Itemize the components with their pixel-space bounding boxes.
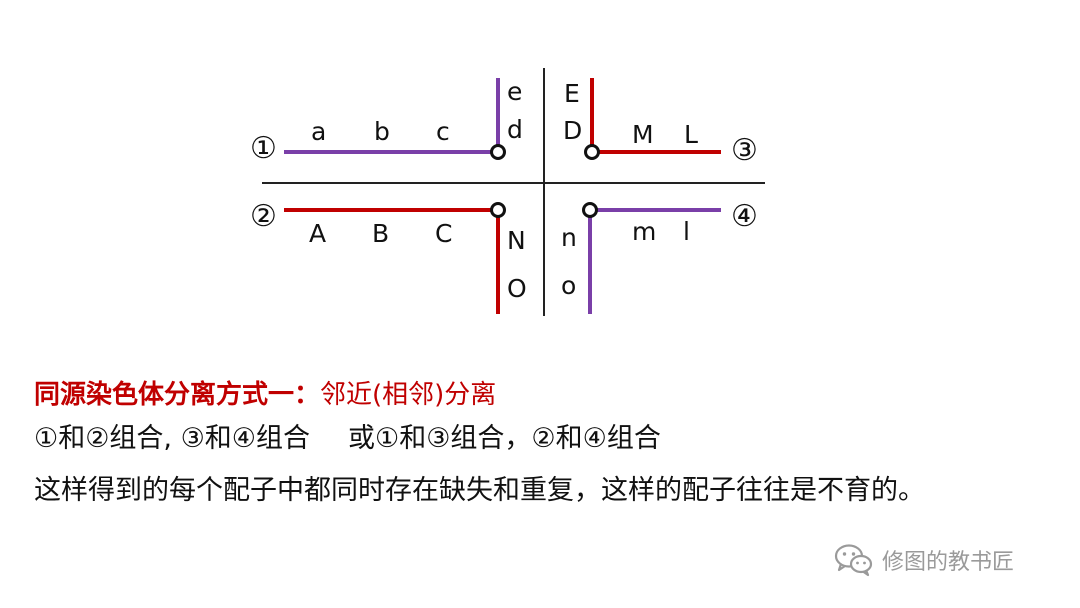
label-b: b bbox=[374, 117, 390, 146]
chromosome-1-number: ① bbox=[250, 131, 277, 166]
label-l: l bbox=[683, 217, 690, 246]
watermark-text: 修图的教书匠 bbox=[882, 550, 1015, 575]
label-L: L bbox=[684, 120, 698, 149]
label-O: O bbox=[507, 274, 527, 303]
label-M: M bbox=[632, 120, 654, 149]
label-d: d bbox=[507, 115, 523, 144]
separation-title: 同源染色体分离方式一：邻近(相邻)分离 bbox=[34, 374, 496, 411]
label-B: B bbox=[372, 219, 389, 248]
label-N: N bbox=[507, 226, 526, 255]
label-c: c bbox=[436, 117, 450, 146]
centromere-4 bbox=[582, 202, 598, 218]
conclusion-line: 这样得到的每个配子中都同时存在缺失和重复，这样的配子往往是不育的。 bbox=[34, 475, 925, 506]
combination-1: ①和②组合, ③和④组合 bbox=[34, 423, 310, 454]
chromosome-3-number: ③ bbox=[731, 133, 758, 168]
centromere-3 bbox=[584, 144, 600, 160]
label-A: A bbox=[309, 219, 326, 248]
chromosome-4-number: ④ bbox=[731, 199, 758, 234]
chromosome-2-number: ② bbox=[250, 199, 277, 234]
combination-2: 或①和③组合，②和④组合 bbox=[348, 423, 661, 454]
label-C: C bbox=[435, 219, 452, 248]
label-n: n bbox=[561, 223, 577, 252]
watermark: 修图的教书匠 bbox=[834, 540, 1014, 580]
label-o: o bbox=[561, 271, 576, 300]
label-a: a bbox=[311, 117, 326, 146]
centromere-2 bbox=[490, 202, 506, 218]
title-bold-part: 同源染色体分离方式一： bbox=[34, 380, 321, 410]
label-E: E bbox=[564, 79, 580, 108]
wechat-icon bbox=[834, 544, 873, 577]
title-rest-part: 邻近(相邻)分离 bbox=[320, 380, 497, 410]
label-e: e bbox=[507, 77, 522, 106]
label-D: D bbox=[563, 116, 582, 145]
label-m: m bbox=[632, 217, 656, 246]
centromere-1 bbox=[490, 144, 506, 160]
chromosome-diagram: ① a b c e d ② A B C N O ③ E D M L ④ n o … bbox=[250, 68, 765, 316]
combination-line: ①和②组合, ③和④组合 或①和③组合，②和④组合 bbox=[34, 416, 661, 455]
